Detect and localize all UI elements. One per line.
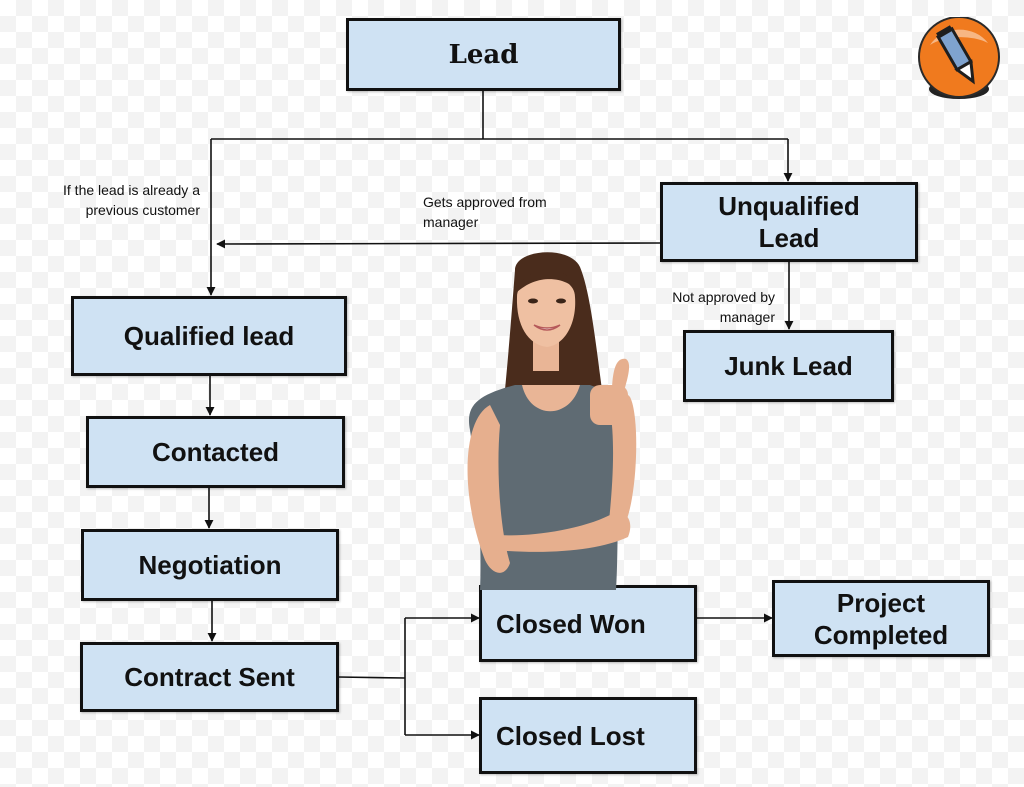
label-not-approved: Not approved by manager xyxy=(672,289,775,325)
edge-contract-branch xyxy=(337,618,406,735)
node-contract-sent: Contract Sent xyxy=(80,642,339,712)
edge-unqualified-to-qualified xyxy=(216,239,661,249)
node-contacted: Contacted xyxy=(86,416,345,488)
pencil-logo-icon xyxy=(918,17,1000,99)
node-junk-lead: Junk Lead xyxy=(683,330,894,402)
label-previous-customer: If the lead is already a previous custom… xyxy=(63,182,200,218)
node-project-completed: Project Completed xyxy=(772,580,990,657)
node-negotiation: Negotiation xyxy=(81,529,339,601)
woman-thumbs-up-illustration xyxy=(467,252,637,590)
node-unqualified-lead: Unqualified Lead xyxy=(660,182,918,262)
node-lead: Lead xyxy=(346,18,621,91)
node-closed-won: Closed Won xyxy=(479,585,697,662)
node-closed-lost: Closed Lost xyxy=(479,697,697,774)
label-approved-by-manager: Gets approved from manager xyxy=(423,194,547,230)
node-qualified-lead: Qualified lead xyxy=(71,296,347,376)
